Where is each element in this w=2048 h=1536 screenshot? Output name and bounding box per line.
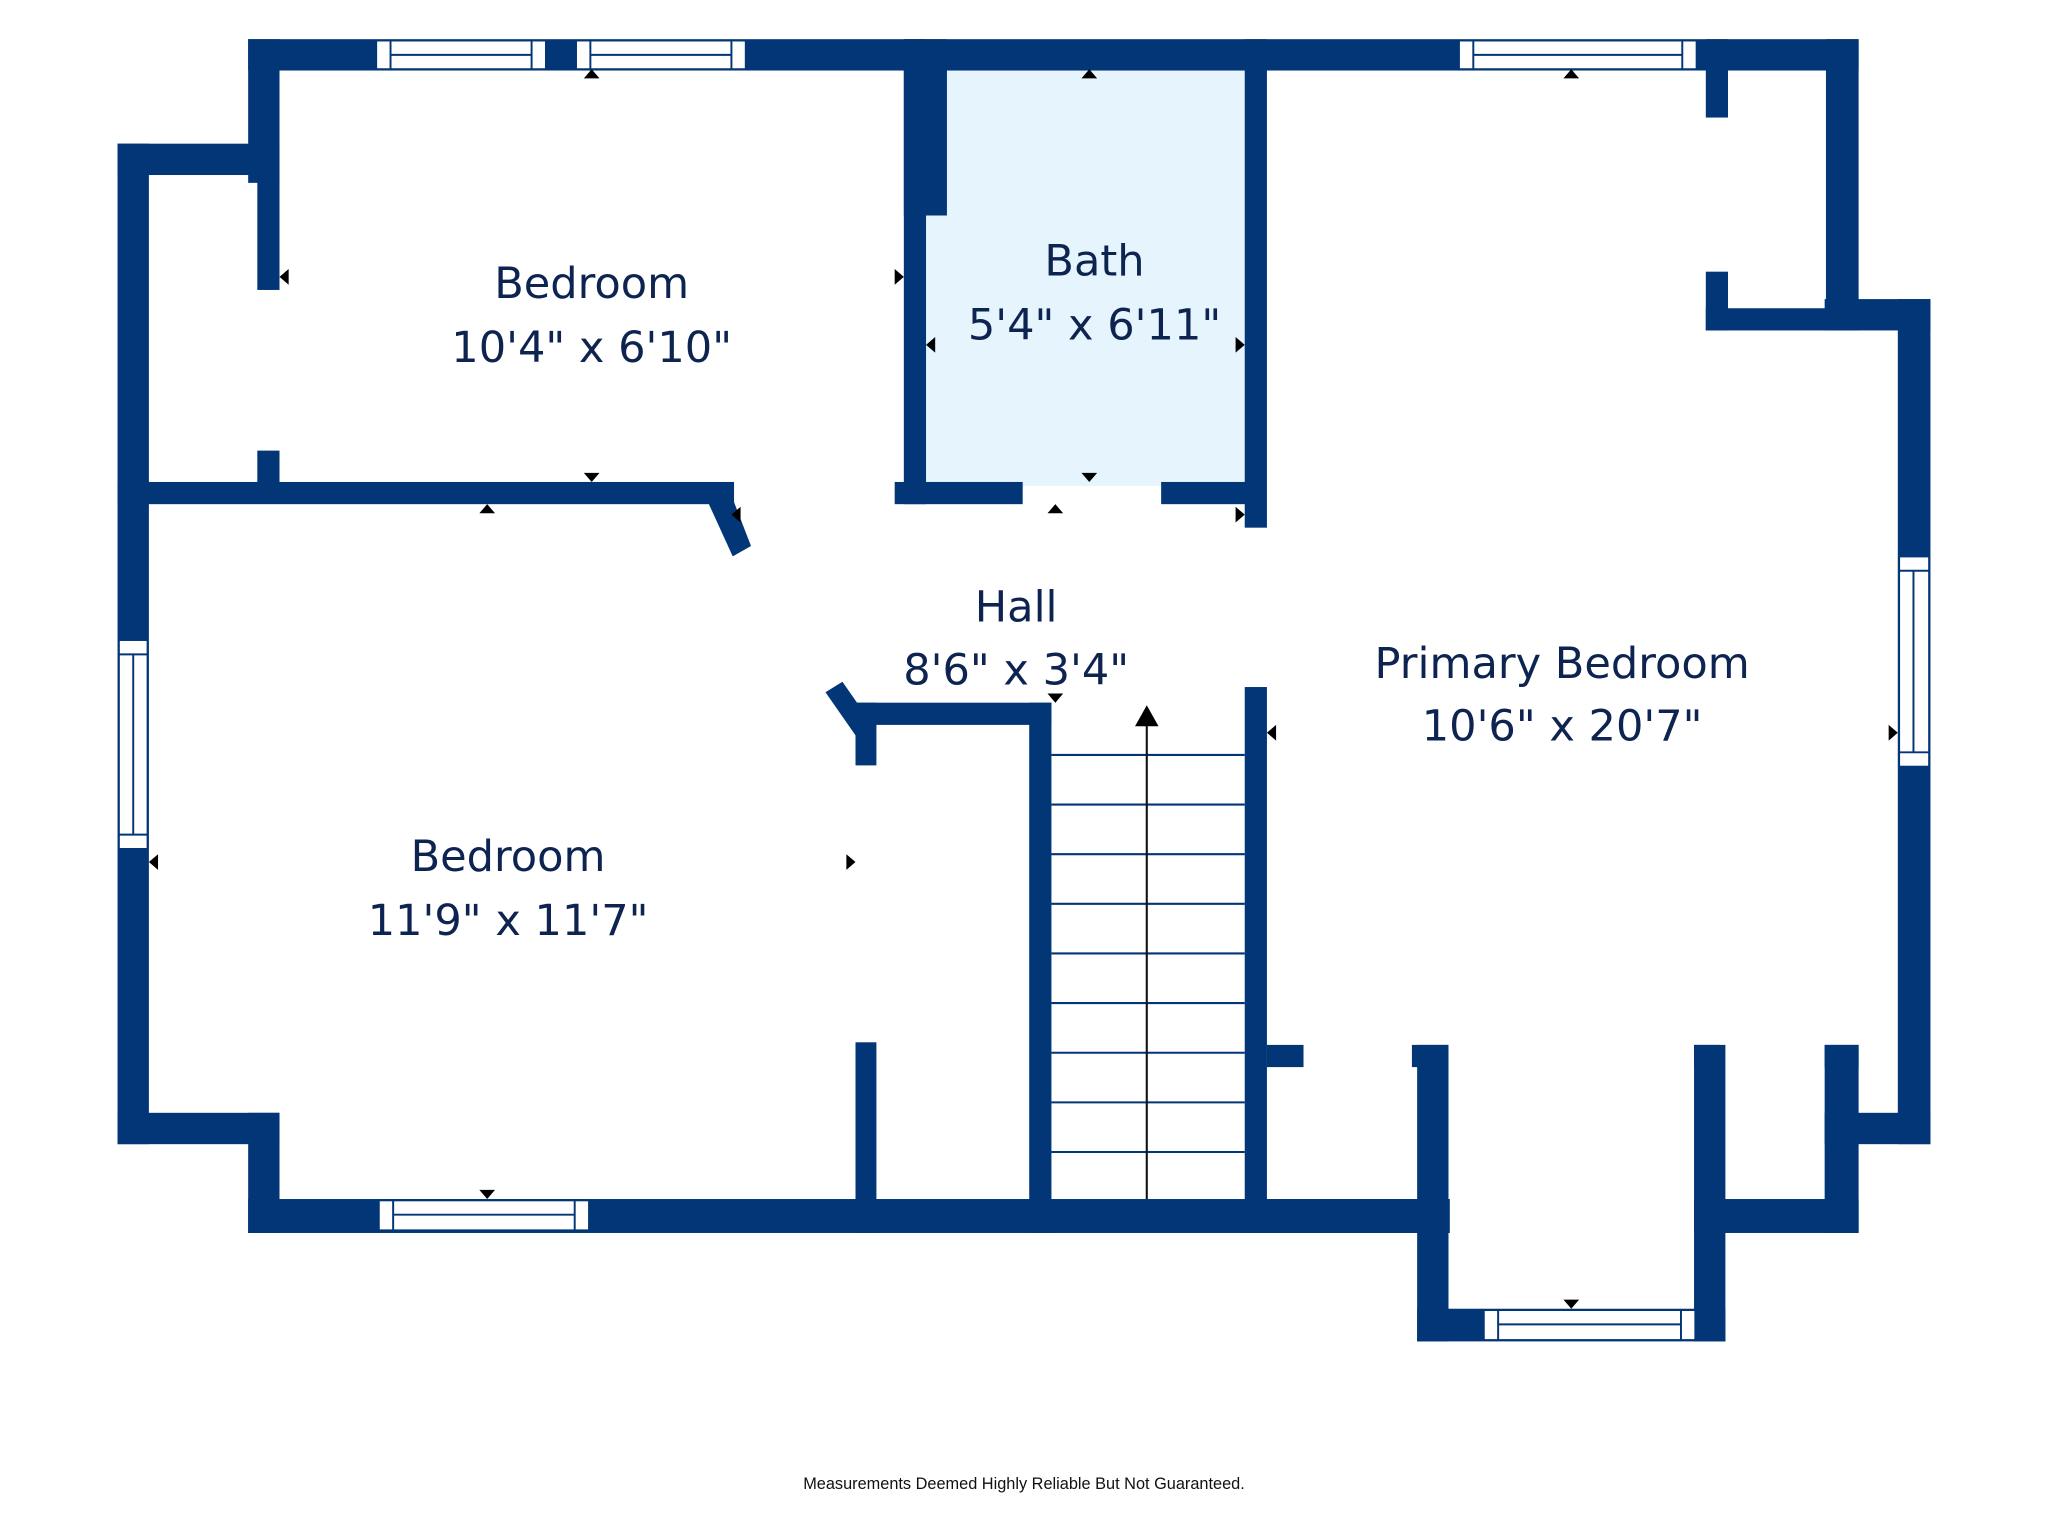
- room-name: Bedroom: [411, 832, 606, 882]
- window-top-1: [375, 39, 547, 71]
- window-bottom-left: [377, 1199, 591, 1232]
- window-left: [117, 639, 149, 850]
- windows: [117, 39, 1931, 1342]
- room-name: Bath: [1044, 237, 1144, 287]
- disclaimer-text: Measurements Deemed Highly Reliable But …: [803, 1475, 1245, 1493]
- window-top-3: [1457, 39, 1698, 71]
- room-dimensions: 8'6" x 3'4": [903, 645, 1129, 695]
- room-name: Bedroom: [494, 259, 689, 309]
- room-label-bath: Bath 5'4" x 6'11": [968, 237, 1221, 351]
- window-bay-bottom: [1482, 1309, 1697, 1342]
- room-dimensions: 11'9" x 11'7": [368, 896, 649, 946]
- interior-walls: [117, 39, 1859, 1233]
- room-label-primary-bedroom: Primary Bedroom 10'6" x 20'7": [1375, 639, 1750, 752]
- room-label-bedroom-top-left: Bedroom 10'4" x 6'10": [451, 259, 732, 373]
- staircase: [1051, 705, 1245, 1200]
- room-dimensions: 5'4" x 6'11": [968, 301, 1221, 351]
- stair-up-arrow-icon: [1135, 705, 1159, 727]
- room-dimensions: 10'4" x 6'10": [451, 323, 732, 373]
- bath-floor: [926, 67, 1245, 486]
- window-top-2: [575, 39, 747, 71]
- room-dimensions: 10'6" x 20'7": [1422, 702, 1703, 752]
- room-name: Primary Bedroom: [1375, 639, 1750, 689]
- room-label-bedroom-bottom-left: Bedroom 11'9" x 11'7": [368, 832, 649, 946]
- room-name: Hall: [975, 583, 1058, 633]
- dimension-markers: [148, 69, 1898, 1309]
- window-right: [1898, 555, 1931, 768]
- room-label-hall: Hall 8'6" x 3'4": [903, 583, 1129, 696]
